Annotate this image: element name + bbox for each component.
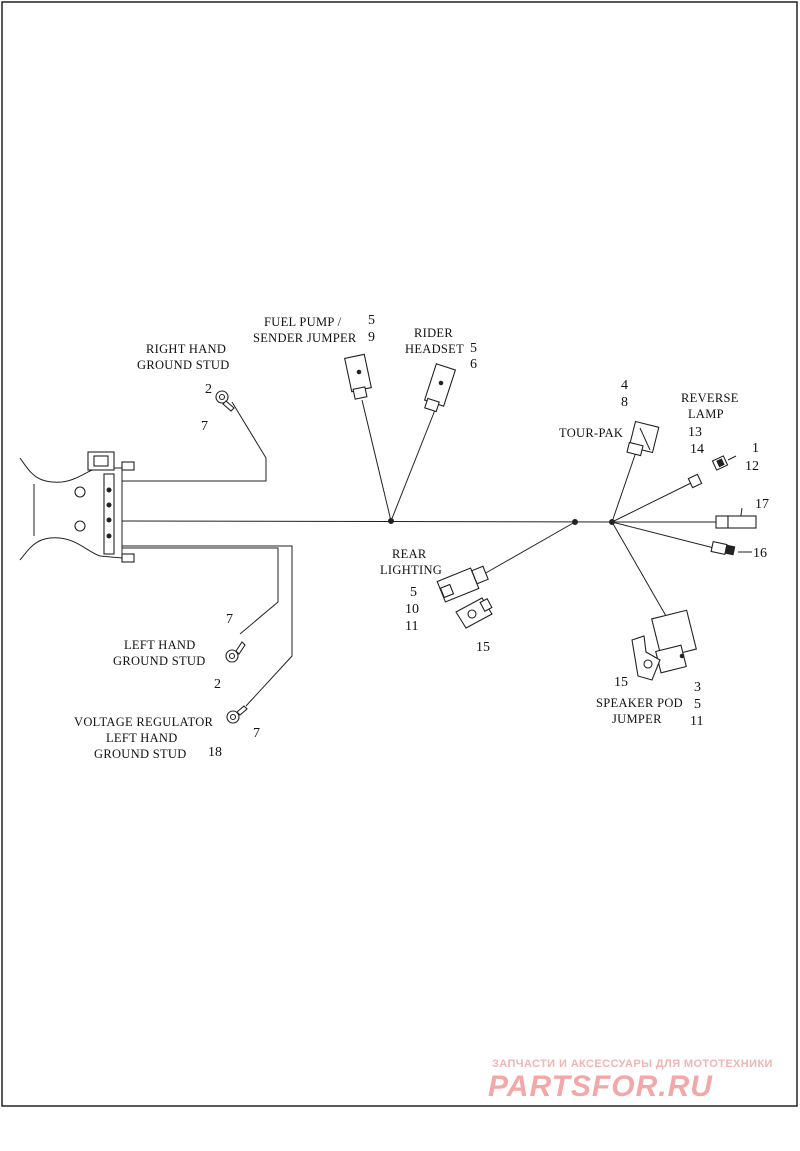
callout-number: 11 bbox=[690, 714, 703, 729]
ring-terminal-right-hand bbox=[215, 390, 235, 412]
label-line: RIGHT HAND bbox=[146, 342, 226, 356]
label-line: LEFT HAND bbox=[106, 731, 178, 745]
frame-rail bbox=[103, 473, 115, 555]
splice-node bbox=[572, 519, 578, 525]
label-line: VOLTAGE REGULATOR bbox=[74, 715, 214, 729]
label-rider-headset: RIDER HEADSET bbox=[405, 326, 464, 356]
callout-number: 7 bbox=[253, 726, 260, 741]
callout-number: 5 bbox=[694, 697, 701, 712]
rider-headset-connector bbox=[423, 363, 457, 413]
reverse-lamp-connector bbox=[687, 455, 729, 489]
label-line: LIGHTING bbox=[380, 563, 442, 577]
callout-number: 11 bbox=[405, 619, 418, 634]
speaker-pod-clip bbox=[631, 635, 661, 681]
chassis-frame bbox=[19, 451, 135, 563]
label-line: FUEL PUMP / bbox=[264, 315, 342, 329]
tour-pak-connector bbox=[626, 420, 660, 457]
callout-number: 1 bbox=[752, 441, 759, 456]
callout-number: 4 bbox=[621, 378, 628, 393]
label-reverse-lamp: REVERSE LAMP bbox=[681, 391, 739, 421]
label-line: GROUND STUD bbox=[94, 747, 187, 761]
splice-node bbox=[609, 519, 615, 525]
callout-number: 10 bbox=[405, 602, 419, 617]
drawing-frame bbox=[1, 1, 798, 1107]
callout-number: 15 bbox=[614, 675, 628, 690]
label-voltage-regulator: VOLTAGE REGULATOR LEFT HAND GROUND STUD bbox=[74, 715, 214, 761]
connector-16 bbox=[710, 541, 736, 556]
callout-number: 15 bbox=[476, 640, 490, 655]
label-left-hand-ground-stud: LEFT HAND GROUND STUD bbox=[113, 638, 206, 668]
frame-hole bbox=[74, 486, 86, 498]
watermark-tagline: ЗАПЧАСТИ И АКСЕССУАРЫ ДЛЯ МОТОТЕХНИКИ bbox=[492, 1058, 773, 1070]
callout-number: 12 bbox=[745, 459, 759, 474]
ring-terminal-left-hand bbox=[225, 641, 246, 663]
label-line: GROUND STUD bbox=[137, 358, 230, 372]
callout-number: 9 bbox=[368, 330, 375, 345]
label-line: LAMP bbox=[688, 407, 724, 421]
label-rear-lighting: REAR LIGHTING bbox=[380, 547, 442, 577]
callout-number: 16 bbox=[753, 546, 767, 561]
label-fuel-pump: FUEL PUMP / SENDER JUMPER bbox=[253, 315, 357, 345]
callout-number: 13 bbox=[688, 425, 702, 440]
rear-lighting-connector bbox=[436, 565, 489, 603]
label-right-hand-ground-stud: RIGHT HAND GROUND STUD bbox=[137, 342, 230, 372]
label-line: REAR bbox=[392, 547, 427, 561]
fuel-pump-connector bbox=[344, 353, 372, 400]
ring-terminal-voltage-regulator bbox=[226, 705, 248, 724]
callout-number: 17 bbox=[755, 497, 769, 512]
label-line: HEADSET bbox=[405, 342, 464, 356]
callout-number: 7 bbox=[201, 419, 208, 434]
label-line: RIDER bbox=[414, 326, 453, 340]
callout-number: 5 bbox=[368, 313, 375, 328]
label-line: REVERSE bbox=[681, 391, 739, 405]
callout-number: 14 bbox=[690, 442, 704, 457]
callout-number: 7 bbox=[226, 612, 233, 627]
callout-number: 5 bbox=[470, 341, 477, 356]
label-line: SENDER JUMPER bbox=[253, 331, 357, 345]
label-speaker-pod: SPEAKER POD JUMPER bbox=[596, 696, 683, 726]
callout-number: 18 bbox=[208, 745, 222, 760]
connector-17 bbox=[715, 515, 757, 529]
callout-number: 6 bbox=[470, 357, 477, 372]
callout-number: 3 bbox=[694, 680, 701, 695]
label-line: JUMPER bbox=[612, 712, 662, 726]
callout-number: 5 bbox=[410, 585, 417, 600]
watermark: ЗАПЧАСТИ И АКСЕССУАРЫ ДЛЯ МОТОТЕХНИКИ PA… bbox=[488, 1058, 773, 1103]
label-line: GROUND STUD bbox=[113, 654, 206, 668]
frame-hole bbox=[74, 520, 86, 532]
rear-lighting-clip bbox=[455, 597, 493, 629]
splice-node bbox=[388, 518, 394, 524]
callout-number: 8 bbox=[621, 395, 628, 410]
callout-number: 2 bbox=[205, 382, 212, 397]
label-line: LEFT HAND bbox=[124, 638, 196, 652]
label-line: SPEAKER POD bbox=[596, 696, 683, 710]
label-tour-pak: TOUR-PAK bbox=[559, 426, 623, 440]
watermark-brand: PARTSFOR.RU bbox=[488, 1070, 713, 1103]
callout-number: 2 bbox=[214, 677, 221, 692]
speaker-pod-connector bbox=[651, 609, 697, 674]
harness-wires bbox=[121, 399, 752, 707]
